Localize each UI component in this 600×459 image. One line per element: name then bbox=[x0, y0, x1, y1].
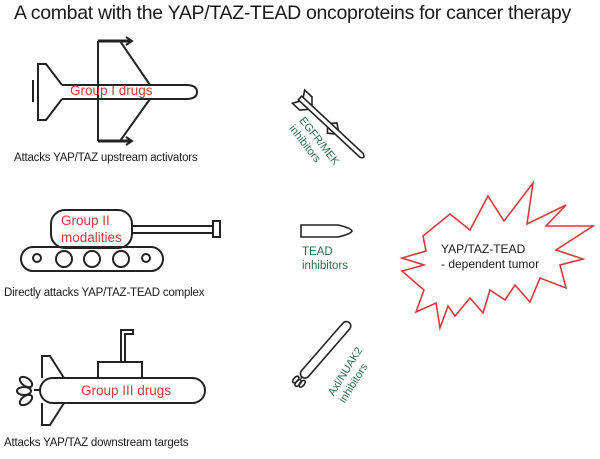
submarine-icon bbox=[16, 329, 206, 426]
explosion-burst-icon bbox=[399, 180, 596, 332]
group-3-label: Group III drugs bbox=[81, 383, 172, 398]
missile-icon bbox=[290, 88, 365, 159]
group-1-caption: Attacks YAP/TAZ upstream activators bbox=[14, 152, 198, 164]
inhibitor-line-2: inhibitors bbox=[302, 260, 349, 272]
group-2-label-line-1: Group II bbox=[61, 213, 110, 228]
group-2-label-line-2: modalities bbox=[61, 230, 122, 245]
fighter-jet-icon bbox=[32, 36, 199, 146]
tumor-label: YAP/TAZ-TEAD - dependent tumor bbox=[441, 242, 539, 272]
bullet-icon bbox=[300, 224, 353, 238]
group-1-label: Group I drugs bbox=[70, 83, 153, 98]
tumor-label-line-1: YAP/TAZ-TEAD bbox=[441, 242, 526, 256]
tead-inhibitors-label: TEAD inhibitors bbox=[302, 245, 348, 273]
tank-icon bbox=[20, 209, 221, 272]
tumor-label-line-2: - dependent tumor bbox=[441, 257, 540, 271]
group-2-label: Group II modalities bbox=[61, 212, 122, 246]
inhibitor-line-1: TEAD bbox=[302, 246, 333, 258]
group-3-caption: Attacks YAP/TAZ downstream targets bbox=[4, 437, 189, 449]
diagram-title: A combat with the YAP/TAZ-TEAD oncoprote… bbox=[14, 2, 571, 24]
group-2-caption: Directly attacks YAP/TAZ-TEAD complex bbox=[4, 287, 205, 299]
torpedo-icon bbox=[291, 320, 352, 388]
